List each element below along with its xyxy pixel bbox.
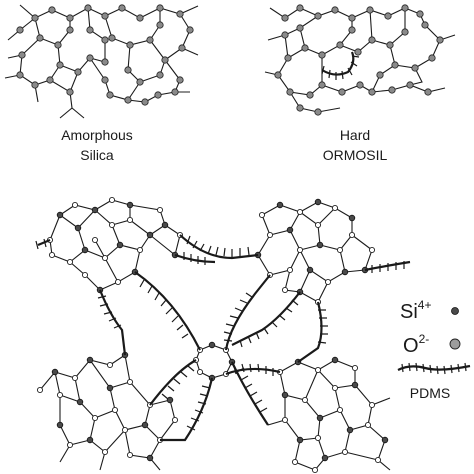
legend-si-charge: 4+: [418, 298, 432, 312]
legend-o-base: O: [403, 335, 419, 357]
legend-si-atom: [451, 307, 459, 315]
hard-ormosil-network: [264, 4, 456, 116]
legend-o-charge: 2-: [419, 332, 430, 346]
legend: Si4+ O2- PDMS: [397, 298, 471, 401]
caption-hard-line1: Hard: [340, 127, 370, 143]
pdms-chains: [37, 234, 411, 442]
ormosil-pdms-network: [35, 196, 411, 474]
legend-o-label: O2-: [403, 332, 429, 357]
legend-si-base: Si: [400, 301, 418, 323]
legend-pdms-label: PDMS: [410, 385, 450, 401]
caption-amorphous-line2: Silica: [80, 147, 114, 163]
caption-amorphous-line1: Amorphous: [61, 127, 133, 143]
legend-si-label: Si4+: [400, 298, 431, 323]
caption-hard-line2: ORMOSIL: [323, 147, 388, 163]
legend-pdms-line: [397, 364, 471, 371]
legend-pdms-ticks: [401, 362, 467, 375]
legend-o-atom: [449, 338, 461, 350]
amorphous-silica-network: [4, 4, 199, 119]
